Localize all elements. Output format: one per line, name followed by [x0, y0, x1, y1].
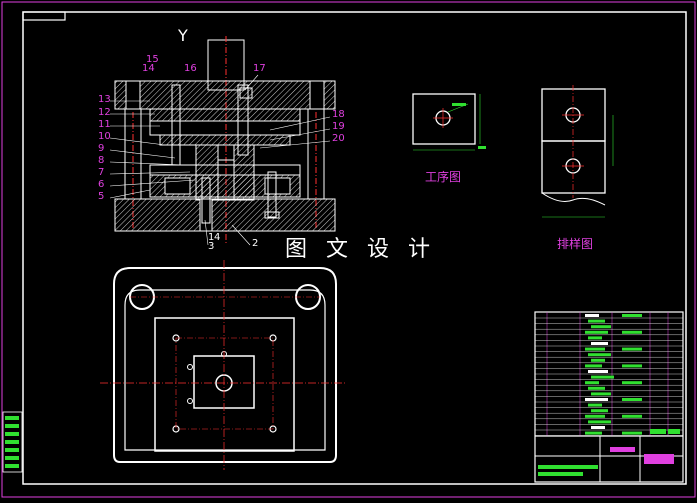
layout-view-label: 排样图	[557, 237, 594, 251]
bom-cell-mark	[591, 426, 605, 429]
watermark-text: 图 文 设 计	[285, 237, 436, 262]
bom-cell-mark	[588, 386, 605, 390]
part-number-10: 10	[98, 131, 111, 142]
part-number-3: 3	[208, 241, 215, 252]
bom-cell-mark	[591, 342, 608, 345]
part-number-14: 14	[142, 63, 155, 74]
part-number-11: 11	[98, 119, 111, 130]
part-number-8: 8	[98, 155, 105, 166]
bom-cell-mark	[622, 330, 642, 334]
part-number-4: 4	[214, 232, 221, 243]
part-number-1: 1	[208, 232, 215, 243]
bom-cell-mark	[585, 347, 605, 351]
bom-cell-mark	[622, 381, 642, 385]
bom-cell-mark	[588, 353, 611, 357]
bom-cell-mark	[591, 375, 614, 379]
part-leaders	[109, 74, 331, 246]
bom-cell-mark	[588, 420, 611, 424]
part-number-19: 19	[332, 121, 345, 132]
part-number-2: 2	[252, 238, 259, 249]
axis-mark: Y	[178, 26, 188, 45]
bom-cell-mark	[585, 398, 608, 401]
part-number-12: 12	[98, 107, 111, 118]
part-number-20: 20	[332, 133, 345, 144]
bom-cell-mark	[591, 358, 605, 362]
bom-cell-mark	[585, 364, 602, 368]
bom-cell-mark	[585, 330, 608, 334]
part-number-18: 18	[332, 109, 345, 120]
bom-cell-mark	[588, 319, 605, 323]
part-number-17: 17	[253, 63, 266, 74]
bom-cell-mark	[622, 364, 642, 368]
bom-cell-mark	[588, 403, 602, 407]
bom-cell-mark	[622, 431, 642, 435]
bom-cell-mark	[585, 431, 602, 435]
bom-cell-mark	[622, 398, 642, 401]
bom-cell-mark	[622, 414, 642, 418]
part-number-15: 15	[146, 54, 159, 65]
part-number-9: 9	[98, 143, 105, 154]
bom-cell-mark	[591, 325, 611, 329]
bom-cell-mark	[585, 414, 605, 418]
inner-frame	[22, 11, 687, 485]
die-plan-view	[100, 260, 345, 470]
bom-cell-mark	[588, 370, 608, 373]
bom-cell-mark	[585, 314, 599, 317]
bom-cell-mark	[622, 347, 642, 351]
part-number-5: 5	[98, 191, 105, 202]
process-view	[412, 93, 486, 151]
bom-cell-mark	[591, 392, 611, 396]
bom-cell-mark	[591, 409, 608, 413]
revision-block	[2, 411, 23, 473]
process-view-label: 工序图	[425, 170, 462, 184]
bom-cell-mark	[585, 381, 599, 385]
part-number-16: 16	[184, 63, 197, 74]
title-block	[534, 311, 684, 483]
part-number-7: 7	[98, 167, 105, 178]
part-number-6: 6	[98, 179, 105, 190]
strip-layout-view	[541, 85, 614, 218]
part-number-13: 13	[98, 94, 111, 105]
corner-tab	[22, 11, 66, 21]
bom-cell-mark	[622, 314, 642, 317]
bom-cell-mark	[588, 336, 602, 340]
